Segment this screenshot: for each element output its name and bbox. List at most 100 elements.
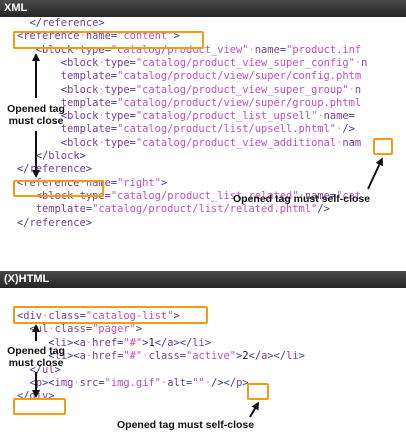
code-token: >	[85, 216, 93, 229]
code-token: >	[85, 163, 93, 176]
code-token: block	[67, 56, 99, 69]
code-token: </	[29, 17, 43, 29]
xml-note-line-1: Opened tag	[7, 103, 65, 115]
code-token: ·	[204, 377, 212, 389]
code-token: </	[29, 363, 43, 376]
code-token: =	[117, 350, 124, 363]
code-token: nam	[342, 136, 362, 149]
code-token: a	[79, 336, 86, 349]
code-token: >	[160, 176, 168, 189]
code-token: <	[60, 56, 68, 69]
code-token: class	[148, 350, 180, 363]
code-token: ·	[98, 83, 105, 96]
code-token: li	[192, 336, 205, 349]
code-token: ·	[336, 123, 343, 136]
code-token: >	[204, 336, 212, 349]
code-token: li	[54, 350, 68, 363]
code-token: class	[48, 310, 80, 322]
code-token: =	[279, 43, 287, 56]
xml-must-close-note: Opened tag must close	[2, 103, 70, 127]
code-token: "content"	[117, 30, 174, 43]
code-token: "catalog/product/list/related.phtml"	[92, 203, 318, 216]
code-token: /></	[211, 377, 237, 389]
code-token: ·	[85, 350, 93, 363]
code-token: >	[54, 363, 61, 376]
code-token: reference	[42, 17, 99, 29]
code-line: <block·type="catalog/product_view_super_…	[17, 84, 361, 97]
xhtml-section-title: (X)HTML	[4, 273, 50, 285]
code-token: href	[92, 350, 118, 363]
code-line: template="catalog/product/list/related.p…	[17, 203, 330, 216]
code-token: "catalog-list"	[85, 310, 174, 322]
code-token	[17, 203, 36, 215]
code-token: <	[17, 176, 24, 189]
code-line: <block·type="catalog/product_list_upsell…	[17, 110, 355, 123]
code-token: name	[85, 176, 111, 189]
code-token: />	[342, 123, 355, 136]
code-token: <	[60, 136, 68, 149]
code-token: ul	[35, 323, 49, 336]
code-token: block	[42, 43, 74, 56]
xhtml-code-panel: <div·class="catalog-list"> <ul·class="pa…	[0, 288, 406, 443]
code-token: "catalog/product/list/upsell.phtml"	[117, 123, 337, 136]
code-token: =	[179, 350, 186, 363]
code-token: </	[17, 216, 30, 229]
code-token: =	[186, 377, 193, 389]
code-token: n	[354, 83, 362, 96]
code-line: template="catalog/product/list/upsell.ph…	[17, 123, 355, 136]
code-token: =	[329, 189, 337, 202]
code-line: <reference·name="content">	[17, 30, 180, 43]
xhtml-open-div-highlight	[13, 306, 208, 324]
code-token: block	[67, 110, 99, 123]
code-token: class	[54, 323, 86, 336]
code-token: ·	[98, 136, 105, 149]
code-token: reference	[29, 216, 86, 229]
xml-code-panel: </reference><reference·name="content"> <…	[0, 17, 406, 260]
code-line: </ul>	[17, 364, 61, 377]
code-token: <	[17, 30, 24, 43]
code-token: 2	[242, 350, 249, 363]
code-token: type	[104, 83, 130, 96]
xml-note-line-2: must close	[8, 115, 64, 127]
code-token: "catalog/product_list_related"	[110, 189, 299, 202]
xhtml-note-line-1: Opened tag	[7, 345, 65, 357]
code-token: =	[79, 310, 86, 322]
code-token	[17, 84, 61, 96]
code-token: "catalog/product_view_super_group"	[135, 83, 349, 96]
code-token: "pager"	[92, 323, 136, 336]
code-token: >	[79, 150, 86, 162]
code-token: =	[98, 377, 105, 389]
code-token: "catalog/product_list_upsell"	[135, 110, 318, 123]
code-line: <block·type="catalog/product_view_additi…	[17, 137, 361, 150]
code-line: <div·class="catalog-list">	[17, 310, 180, 323]
code-line: <block·type="catalog/product_view"·name=…	[17, 44, 361, 57]
code-line: </reference>	[17, 217, 92, 230]
code-token: "cat	[336, 189, 362, 202]
code-token: </	[35, 150, 49, 162]
code-token: "#"	[123, 336, 143, 349]
code-token: p	[236, 377, 243, 389]
code-token: </	[248, 350, 262, 363]
code-line: </block>	[17, 150, 86, 163]
code-line: template="catalog/product/view/super/gro…	[17, 97, 361, 110]
code-token: ·	[354, 56, 362, 69]
code-token	[17, 70, 61, 82]
code-token: <	[17, 310, 24, 322]
code-token: ""	[192, 377, 205, 389]
code-line: </reference>	[17, 163, 92, 176]
code-token: <	[60, 110, 68, 123]
code-token: >	[242, 377, 249, 389]
code-token: =	[129, 83, 136, 96]
code-token: ·	[73, 377, 80, 389]
code-line: <ul·class="pager">	[17, 323, 143, 336]
code-token: </	[154, 336, 168, 349]
code-token: type	[104, 56, 130, 69]
xhtml-must-close-note: Opened tag must close	[2, 345, 70, 369]
code-token: =	[110, 176, 118, 189]
code-token: block	[48, 150, 80, 162]
xhtml-section-header: (X)HTML	[0, 271, 406, 288]
code-token: >	[142, 336, 149, 349]
xml-self-close-highlight	[373, 138, 393, 155]
code-line: template="catalog/product/view/super/con…	[17, 70, 361, 83]
xhtml-note-line-2: must close	[8, 357, 64, 369]
